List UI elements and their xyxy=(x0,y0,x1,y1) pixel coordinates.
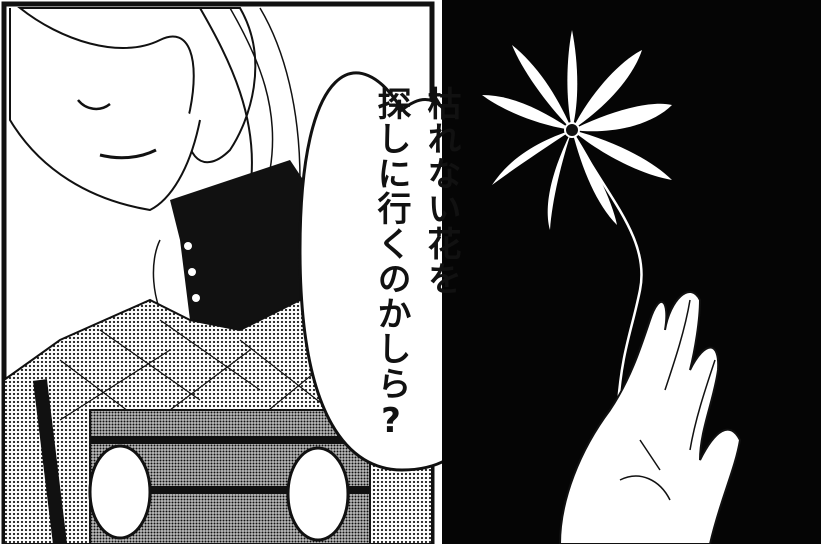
hand xyxy=(558,290,742,544)
mouth-line xyxy=(99,148,157,160)
left-panel xyxy=(1,1,523,544)
nose-line xyxy=(77,99,111,111)
flower xyxy=(482,30,672,230)
hair-line xyxy=(229,7,274,171)
flower-stem xyxy=(573,136,643,406)
face-outline xyxy=(9,8,201,212)
coat-ornament xyxy=(88,444,152,540)
collar-button xyxy=(188,268,196,276)
coat-quilt-lines xyxy=(59,319,331,451)
speech-line-1: 枯れない花を xyxy=(421,86,461,296)
coat-ornament xyxy=(286,446,350,542)
collar xyxy=(170,160,310,330)
speech-line-2: 探しに行くのかしら? xyxy=(371,86,411,442)
speech-bubble-text: 枯れない花を 探しに行くのかしら? xyxy=(356,86,476,476)
right-panel xyxy=(442,0,821,544)
coat-strap xyxy=(33,379,67,544)
collar-button xyxy=(192,294,200,302)
hand-lines xyxy=(619,299,716,501)
collar-button xyxy=(184,242,192,250)
hair-line xyxy=(259,7,301,181)
